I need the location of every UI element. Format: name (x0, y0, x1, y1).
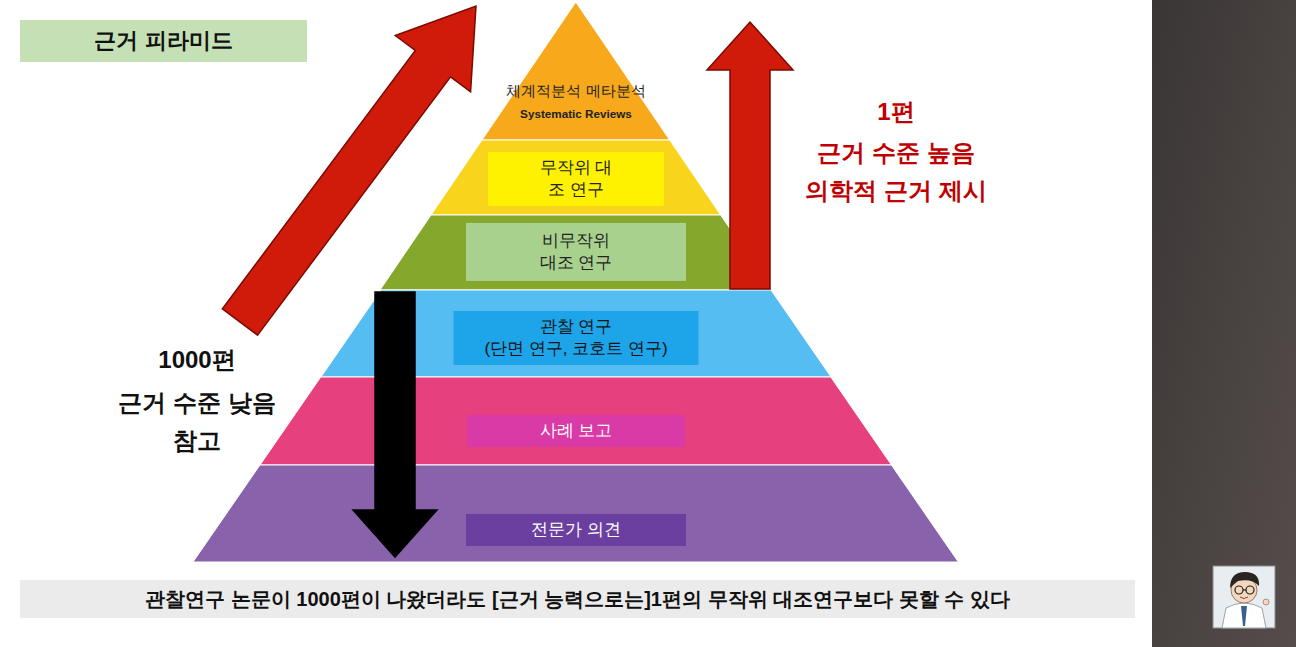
high-evidence-note: 1편 (877, 96, 914, 127)
rising-arrow (222, 6, 476, 335)
band-label-box: 관찰 연구(단면 연구, 코호트 연구) (453, 311, 698, 365)
low-evidence-note: 참고 (173, 425, 221, 456)
avatar-coat (1222, 603, 1266, 628)
band-fill (380, 215, 772, 290)
avatar-hand (1263, 599, 1269, 605)
band-label: 비무작위 대조 연구 (536, 230, 616, 274)
side-panel (1152, 0, 1296, 647)
low-evidence-note: 근거 수준 낮음 (118, 387, 275, 418)
avatar-mouth (1240, 597, 1248, 599)
band-label: 무작위 대조 연구 (535, 157, 617, 201)
band-label-box: 비무작위 대조 연구 (466, 223, 686, 281)
up-arrow (707, 22, 793, 289)
high-evidence-note: 의학적 근거 제시 (805, 175, 986, 206)
evidence-level-band: 체계적분석 메타분석 Systematic Reviews (482, 2, 670, 140)
high-evidence-note: 근거 수준 높음 (817, 137, 974, 168)
evidence-level-band: 비무작위 대조 연구 (380, 215, 772, 290)
caption: 관찰연구 논문이 1000편이 나왔더라도 [근거 능력으로는]1편의 무작위 … (145, 586, 1010, 612)
avatar-icon (1213, 566, 1275, 628)
band-label-box: 사례 보고 (467, 415, 685, 447)
evidence-level-band: 전문가 의견 (193, 465, 958, 562)
band-label: 체계적분석 메타분석 (506, 81, 645, 101)
caption-bar: 관찰연구 논문이 1000편이 나왔더라도 [근거 능력으로는]1편의 무작위 … (20, 580, 1135, 618)
avatar-frame (1213, 566, 1275, 628)
title: 근거 피라미드 (94, 27, 232, 56)
evidence-level-band: 무작위 대조 연구 (431, 140, 721, 215)
avatar-tie (1241, 606, 1247, 626)
avatar-glasses (1246, 586, 1254, 594)
avatar-glasses (1243, 589, 1246, 590)
evidence-level-band: 관찰 연구(단면 연구, 코호트 연구) (321, 290, 831, 377)
band-sublabel: Systematic Reviews (506, 106, 645, 121)
band-label-box: 전문가 의견 (466, 514, 686, 546)
avatar-glasses (1235, 586, 1243, 594)
band-label: 사례 보고 (481, 420, 671, 442)
band-fill (321, 290, 831, 377)
band-fill (260, 377, 892, 465)
band-sublabel: (단면 연구, 코호트 연구) (467, 338, 684, 360)
evidence-level-band: 사례 보고 (260, 377, 892, 465)
band-fill (431, 140, 721, 215)
title-box: 근거 피라미드 (20, 20, 307, 62)
down-arrow (353, 292, 437, 557)
band-label-box: 무작위 대조 연구 (488, 152, 664, 206)
avatar-hair (1230, 572, 1259, 588)
band-label: 관찰 연구 (467, 316, 684, 338)
band-fill (482, 2, 670, 140)
band-label-box: 체계적분석 메타분석 Systematic Reviews (506, 81, 645, 121)
low-evidence-note: 1000편 (158, 344, 235, 375)
band-label: 전문가 의견 (480, 519, 672, 541)
band-fill (193, 465, 958, 562)
